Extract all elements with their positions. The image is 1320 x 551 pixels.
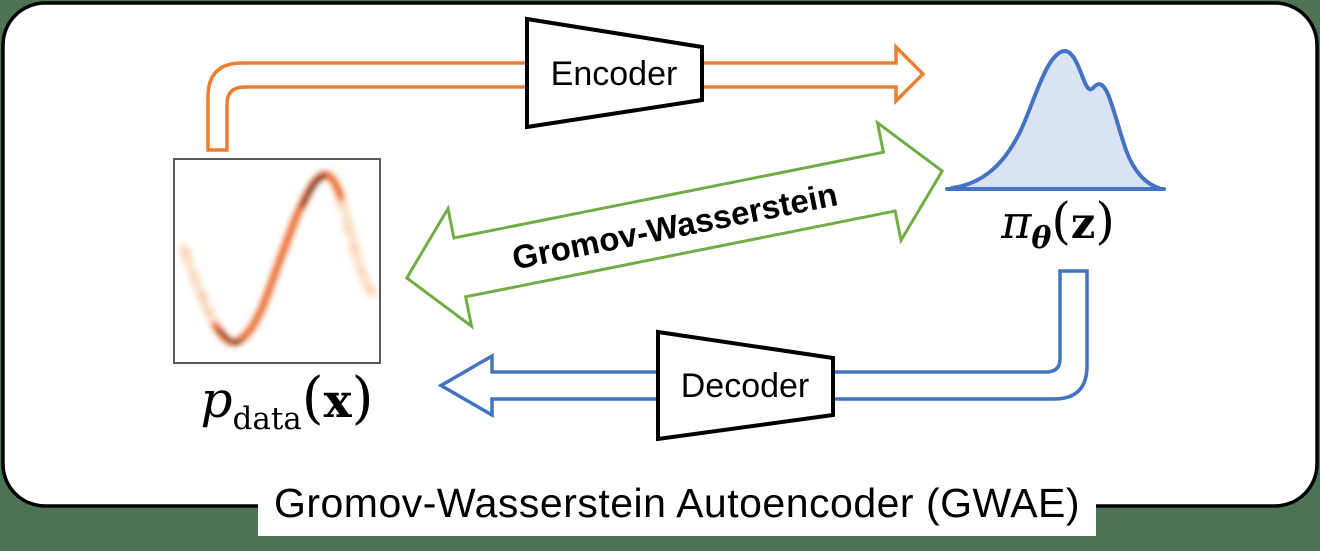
x-argument: x <box>323 374 352 429</box>
data-distribution-heatmap <box>173 158 381 364</box>
pi-symbol: π <box>1001 195 1032 249</box>
encoder-block <box>525 16 704 130</box>
decoder-arrow <box>437 269 1089 419</box>
decoder-label: Decoder <box>681 367 810 405</box>
gw-arrow-body <box>404 119 945 330</box>
encoder-label: Encoder <box>551 55 678 93</box>
data-subscript: data <box>232 401 302 437</box>
p-symbol: p <box>200 371 233 429</box>
prior-curve-outline <box>950 49 1161 190</box>
left-paren: ( <box>1051 192 1071 250</box>
theta-subscript: θ <box>1031 221 1052 256</box>
encoder-arrow <box>206 42 926 152</box>
heatmap-density <box>179 169 378 348</box>
decoder-block <box>656 329 835 442</box>
right-paren: ) <box>351 366 374 431</box>
right-paren: ) <box>1095 192 1115 250</box>
left-paren: ( <box>301 366 324 431</box>
prior-curve-fill <box>952 50 1159 188</box>
z-argument: z <box>1070 199 1096 249</box>
figure-caption: Gromov-Wasserstein Autoencoder (GWAE) <box>258 470 1096 536</box>
caption-text: Gromov-Wasserstein Autoencoder (GWAE) <box>273 479 1081 526</box>
prior-distribution <box>945 49 1166 191</box>
